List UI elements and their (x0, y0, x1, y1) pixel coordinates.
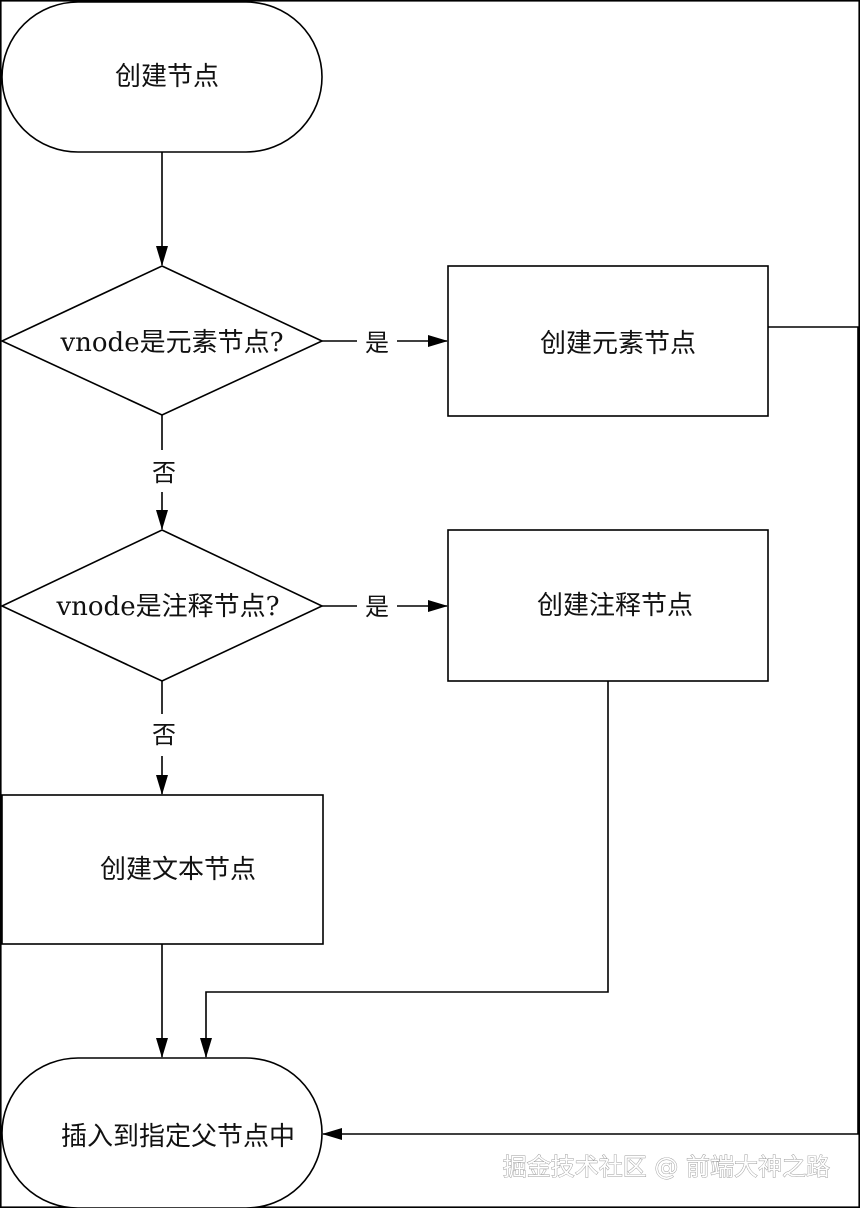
node-is-comment: vnode是注释节点? (0, 529, 324, 682)
is-comment-no-label: 否 (152, 721, 176, 749)
create-text-box (1, 794, 324, 945)
node-create-text: 创建文本节点 (1, 794, 324, 945)
start-terminal-shape (1, 1, 323, 153)
create-text-label: 创建文本节点 (100, 855, 256, 885)
insert-terminal-shape (1, 1057, 323, 1208)
edge-create-element-to-insert (322, 326, 859, 1140)
node-insert: 插入到指定父节点中 (1, 1057, 323, 1208)
create-element-label: 创建元素节点 (540, 329, 696, 359)
create-element-box (447, 265, 769, 417)
is-element-yes-label: 是 (365, 329, 389, 357)
node-start: 创建节点 (1, 1, 323, 153)
is-comment-label: vnode是注释节点? (55, 592, 279, 622)
node-is-element: vnode是元素节点? (0, 265, 324, 416)
insert-label: 插入到指定父节点中 (61, 1122, 295, 1152)
edge-create-comment-to-insert (200, 681, 609, 1058)
is-element-no-label: 否 (152, 459, 176, 487)
node-create-comment: 创建注释节点 (447, 529, 769, 682)
is-comment-yes-label: 是 (365, 593, 389, 621)
node-create-element: 创建元素节点 (447, 265, 769, 417)
start-label: 创建节点 (115, 62, 219, 92)
create-comment-label: 创建注释节点 (537, 591, 693, 621)
is-element-label: vnode是元素节点? (59, 328, 283, 358)
watermark-text: 掘金技术社区 @ 前端大神之路 (503, 1153, 830, 1181)
create-comment-box (447, 529, 769, 682)
